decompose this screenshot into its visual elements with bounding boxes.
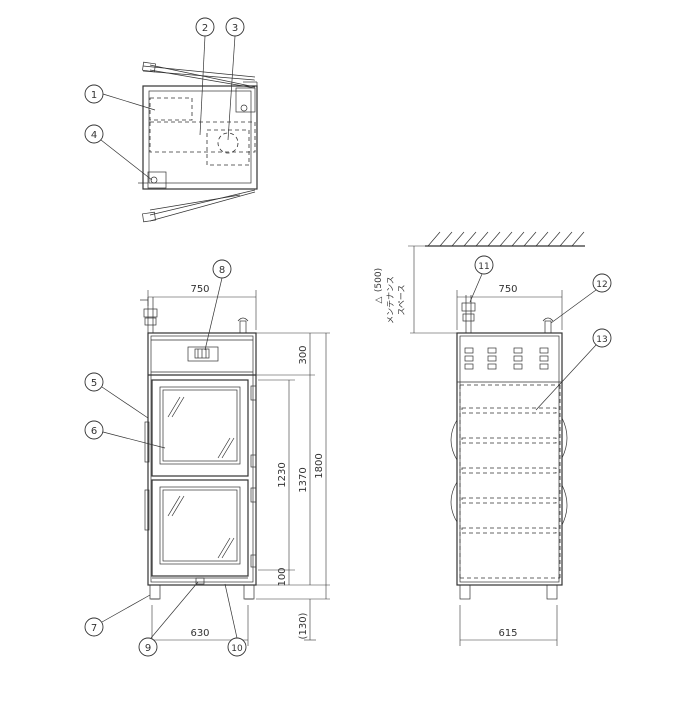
callout-8: 8 xyxy=(204,259,232,351)
side-view xyxy=(425,231,585,600)
svg-text:6: 6 xyxy=(91,426,97,437)
callout-7: 7 xyxy=(84,594,151,637)
svg-text:7: 7 xyxy=(91,623,97,634)
upper-door xyxy=(151,379,249,477)
dim-front-width: 750 xyxy=(190,284,209,295)
dim-top-section: 300 xyxy=(298,345,309,364)
svg-text:13: 13 xyxy=(596,335,607,345)
svg-text:5: 5 xyxy=(91,378,97,389)
callout-3: 3 xyxy=(225,17,245,141)
callout-5: 5 xyxy=(84,372,149,419)
top-view-body xyxy=(142,85,258,190)
controller-panel xyxy=(187,346,219,362)
maintenance-triangle-mark: △ xyxy=(374,296,384,303)
svg-text:11: 11 xyxy=(478,262,489,272)
vent-louvres xyxy=(464,347,549,370)
dim-front-depth: 630 xyxy=(190,628,209,639)
callout-9: 9 xyxy=(138,581,199,657)
top-view xyxy=(138,61,258,223)
ceiling-hatch xyxy=(427,231,585,247)
svg-text:12: 12 xyxy=(596,280,607,290)
callout-4: 4 xyxy=(84,124,153,181)
callout-1: 1 xyxy=(84,84,156,111)
dim-side-width: 750 xyxy=(498,284,517,295)
dim-leg-height: (130) xyxy=(298,612,309,639)
svg-text:10: 10 xyxy=(231,644,243,654)
maintenance-label-1: メンテナンス xyxy=(386,276,395,324)
callout-6: 6 xyxy=(84,420,166,449)
svg-text:8: 8 xyxy=(219,265,225,276)
side-dimensions: 750 615 △ (500) メンテナンス スペース xyxy=(374,245,563,646)
callout-12: 12 xyxy=(550,273,612,324)
svg-text:9: 9 xyxy=(145,643,151,654)
callout-2: 2 xyxy=(195,17,215,136)
lower-door-glass xyxy=(159,486,241,565)
dim-total-height: 1800 xyxy=(314,453,325,478)
dim-door-height: 1230 xyxy=(277,462,288,487)
callout-10: 10 xyxy=(224,583,247,657)
dim-side-depth: 615 xyxy=(498,628,517,639)
svg-text:1: 1 xyxy=(91,90,97,101)
dim-panel-height: 1370 xyxy=(298,467,309,492)
dim-maintenance-space: (500) xyxy=(374,268,384,292)
svg-text:3: 3 xyxy=(232,23,238,34)
maintenance-label-2: スペース xyxy=(397,284,406,315)
internal-shelves xyxy=(459,384,561,579)
callout-13: 13 xyxy=(535,328,612,411)
front-view xyxy=(140,297,257,600)
upper-door-glass xyxy=(159,386,241,465)
dim-bottom-gap: 100 xyxy=(277,567,288,586)
callout-11: 11 xyxy=(469,255,494,303)
front-dimensions: 750 630 300 1230 1370 1800 100 (130) xyxy=(147,284,330,646)
svg-text:4: 4 xyxy=(91,130,97,141)
side-view-body xyxy=(456,332,563,586)
lower-door xyxy=(151,479,249,577)
svg-text:2: 2 xyxy=(202,23,208,34)
